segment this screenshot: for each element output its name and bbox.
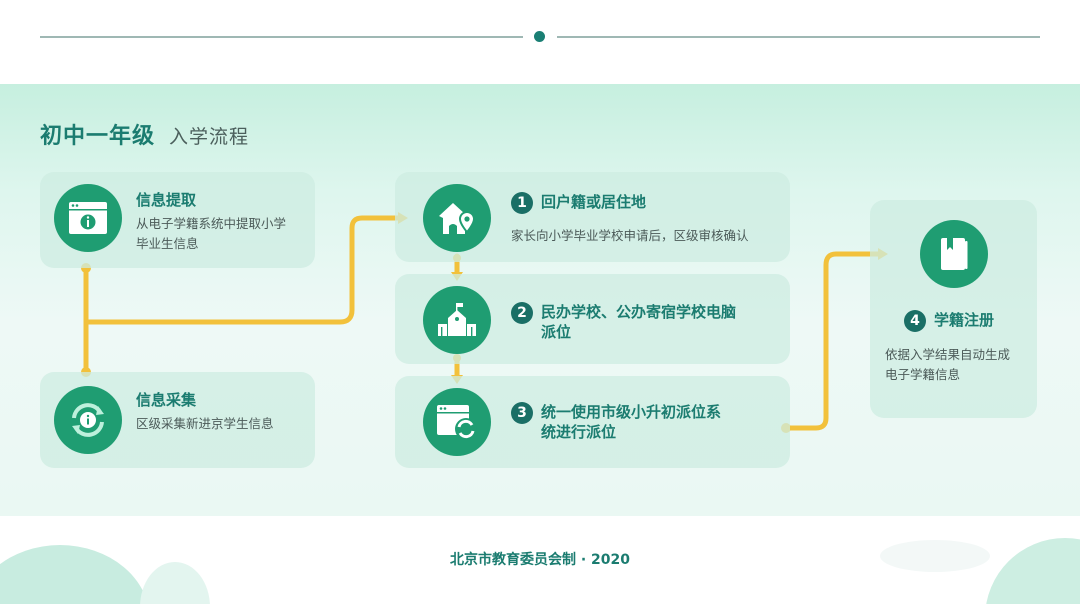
step-title-text: 回户籍或居住地 <box>541 193 647 211</box>
step-card-3: 3 统一使用市级小升初派位系 统进行派位 <box>395 376 790 468</box>
refresh-info-icon <box>54 386 122 454</box>
step-desc: 家长向小学毕业学校申请后，区级审核确认 <box>511 228 749 243</box>
header-divider-right <box>557 36 1040 38</box>
step-title-line2: 派位 <box>541 323 572 341</box>
card-desc-line2: 毕业生信息 <box>136 236 199 251</box>
step-title-text: 学籍注册 <box>934 311 995 329</box>
step-number-badge: 1 <box>511 192 533 214</box>
card-title: 信息提取 <box>136 191 197 209</box>
header-divider-left <box>40 36 523 38</box>
step-number-badge: 3 <box>511 402 533 424</box>
step-title-line2: 统进行派位 <box>541 423 617 441</box>
header-divider-dot <box>534 31 545 42</box>
home-location-icon <box>423 184 491 252</box>
connector-to-step4 <box>783 251 881 431</box>
step-title: 3 统一使用市级小升初派位系 统进行派位 <box>511 402 721 442</box>
browser-refresh-icon <box>423 388 491 456</box>
card-desc: 区级采集新进京学生信息 <box>136 416 274 431</box>
step-card-1: 1 回户籍或居住地 家长向小学毕业学校申请后，区级审核确认 <box>395 172 790 262</box>
card-info-collect: 信息采集 区级采集新进京学生信息 <box>40 372 315 468</box>
step-title: 4 学籍注册 <box>904 310 994 332</box>
book-bookmark-icon <box>920 220 988 288</box>
title-grade: 初中一年级 <box>40 124 156 149</box>
step-title: 1 回户籍或居住地 <box>511 192 646 214</box>
step-desc-line2: 电子学籍信息 <box>885 367 961 382</box>
browser-info-icon <box>54 184 122 252</box>
step-title: 2 民办学校、公办寄宿学校电脑 派位 <box>511 302 736 342</box>
card-title: 信息采集 <box>136 391 197 409</box>
step-card-4: 4 学籍注册 依据入学结果自动生成 电子学籍信息 <box>870 200 1037 418</box>
page-title: 初中一年级 入学流程 <box>40 118 249 150</box>
school-building-icon <box>423 286 491 354</box>
step-card-2: 2 民办学校、公办寄宿学校电脑 派位 <box>395 274 790 364</box>
card-info-extract: 信息提取 从电子学籍系统中提取小学 毕业生信息 <box>40 172 315 268</box>
card-desc-line1: 从电子学籍系统中提取小学 <box>136 216 287 231</box>
step-number-badge: 4 <box>904 310 926 332</box>
footer-credit: 北京市教育委员会制 · 2020 <box>449 552 631 568</box>
top-band <box>0 0 1080 84</box>
step-desc-line1: 依据入学结果自动生成 <box>885 347 1011 362</box>
decor-cloud <box>880 540 990 572</box>
title-process: 入学流程 <box>169 126 250 148</box>
step-number-badge: 2 <box>511 302 533 324</box>
step-title-line1: 民办学校、公办寄宿学校电脑 <box>541 303 737 321</box>
connector-to-step1 <box>83 215 401 325</box>
step-title-line1: 统一使用市级小升初派位系 <box>541 403 722 421</box>
